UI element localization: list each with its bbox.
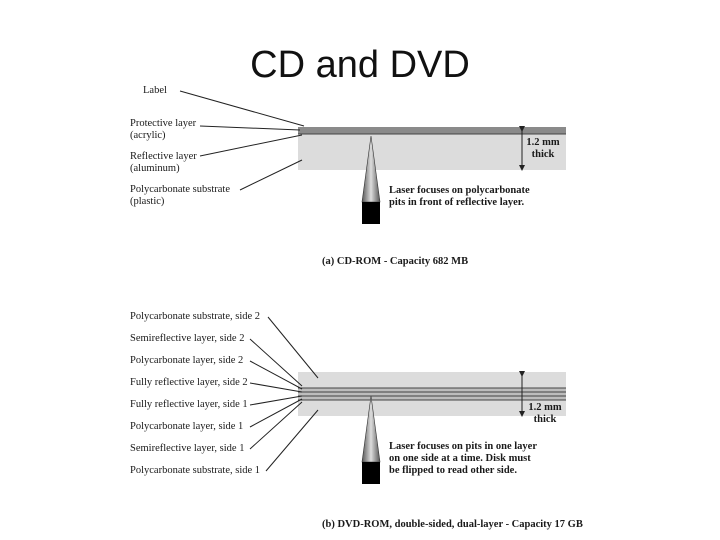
slide-title: CD and DVD: [250, 44, 470, 86]
dvd-label-6: Polycarbonate layer, side 1: [130, 421, 244, 432]
dvd-substrate-side-2: [298, 372, 566, 388]
dvd-label-1: Polycarbonate substrate, side 2: [130, 311, 261, 322]
cd-substrate-label: Polycarbonate substrate: [130, 184, 231, 195]
dvd-thickness-label: 1.2 mm thick: [528, 402, 562, 425]
dvd-substrate-side-1: [298, 400, 566, 416]
dvd-laser-head: [362, 462, 380, 484]
dvd-label-3: Polycarbonate layer, side 2: [130, 355, 244, 366]
dvd-laser-note: Laser focuses on pits in one layer on on…: [389, 441, 537, 476]
cd-protective-label: Protective layer: [130, 118, 197, 129]
dvd-core-layers: [298, 388, 566, 400]
cd-reflective-label: Reflective layer: [130, 151, 197, 162]
cd-laser-note: Laser focuses on polycarbonate pits in f…: [389, 185, 530, 208]
dvd-label-8: Polycarbonate substrate, side 1: [130, 465, 261, 476]
dvd-label-2: Semireflective layer, side 2: [130, 333, 245, 344]
dvd-label-5: Fully reflective layer, side 1: [130, 399, 248, 410]
cd-reflective-sub: (aluminum): [130, 163, 180, 174]
cd-thickness-label: 1.2 mm thick: [526, 137, 560, 160]
cd-label-label: Label: [143, 85, 167, 96]
dvd-caption: (b) DVD-ROM, double-sided, dual-layer - …: [322, 519, 583, 530]
cd-laser-head: [362, 202, 380, 224]
cd-caption: (a) CD-ROM - Capacity 682 MB: [322, 256, 469, 267]
dvd-label-7: Semireflective layer, side 1: [130, 443, 245, 454]
dvd-label-4: Fully reflective layer, side 2: [130, 377, 248, 388]
cd-substrate-sub: (plastic): [130, 196, 165, 207]
cd-protective-layer: [298, 127, 566, 134]
cd-protective-sub: (acrylic): [130, 130, 166, 141]
